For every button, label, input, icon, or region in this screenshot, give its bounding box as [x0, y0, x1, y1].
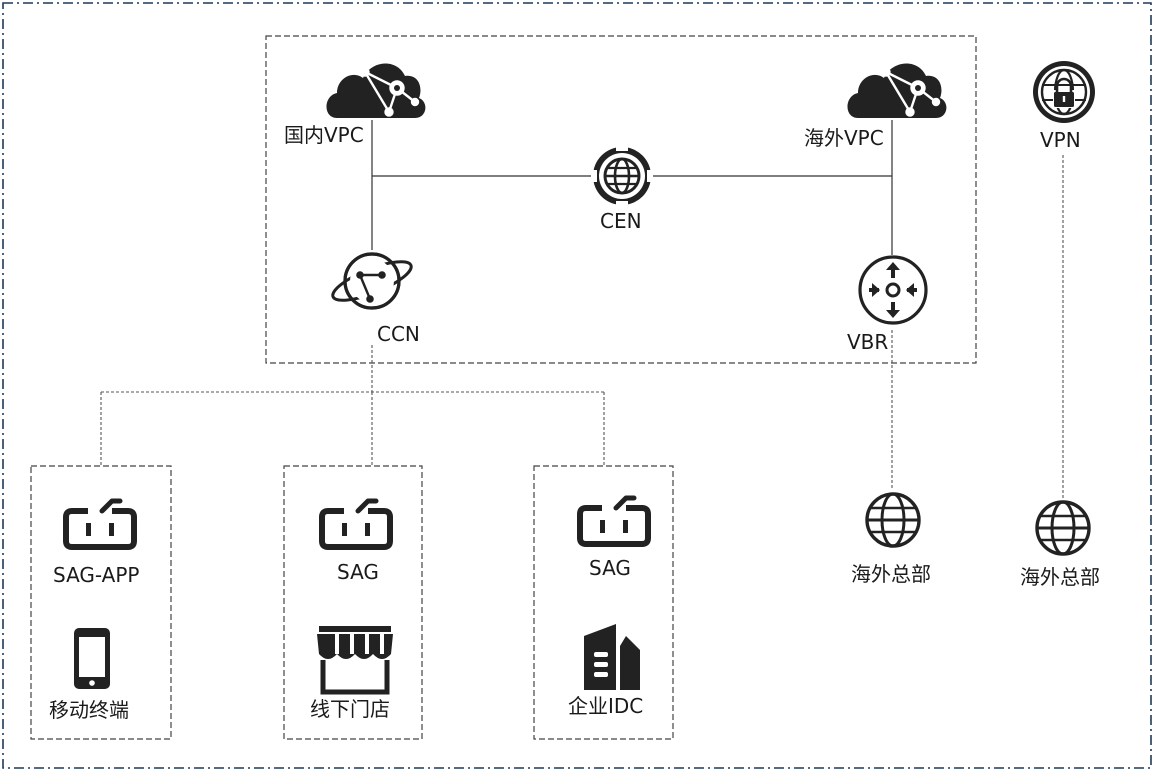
cen-label: CEN — [600, 209, 642, 233]
dashed-connections — [100, 155, 1064, 500]
mobile-label: 移动终端 — [49, 698, 129, 722]
globe-icon — [1035, 500, 1091, 556]
hq-overseas-vpn-label: 海外总部 — [1020, 565, 1100, 589]
building-icon — [584, 624, 640, 690]
site-box-store — [283, 465, 423, 740]
enterprise-idc-label: 企业IDC — [568, 694, 643, 718]
offline-store-label: 线下门店 — [310, 697, 390, 721]
globe-icon — [865, 492, 921, 548]
cloud-region-box — [265, 35, 977, 364]
vbr-label: VBR — [847, 330, 888, 354]
hq-overseas-vbr-label: 海外总部 — [851, 562, 931, 586]
vpc-overseas-label: 海外VPC — [804, 126, 884, 150]
storefront-icon — [317, 626, 393, 695]
orbit-planet-icon — [331, 252, 413, 310]
solid-connections — [371, 120, 893, 255]
sag-device-icon — [63, 498, 137, 550]
sag-idc-label: SAG — [589, 556, 631, 580]
cloud-network-icon — [326, 63, 426, 118]
vpn-label: VPN — [1040, 128, 1081, 152]
smartphone-icon — [74, 628, 110, 689]
ccn-label: CCN — [377, 322, 420, 346]
sag-store-label: SAG — [337, 560, 379, 584]
vpc-domestic-label: 国内VPC — [284, 123, 364, 147]
router-icon — [858, 255, 928, 325]
sag-device-icon — [577, 495, 651, 547]
cloud-network-icon — [847, 63, 947, 118]
sag-device-icon — [319, 498, 393, 550]
sag-app-label: SAG-APP — [53, 563, 139, 587]
globe-network-icon — [591, 145, 653, 207]
site-box-mobile — [30, 465, 172, 740]
site-box-idc — [533, 465, 674, 740]
globe-lock-icon — [1033, 61, 1095, 123]
